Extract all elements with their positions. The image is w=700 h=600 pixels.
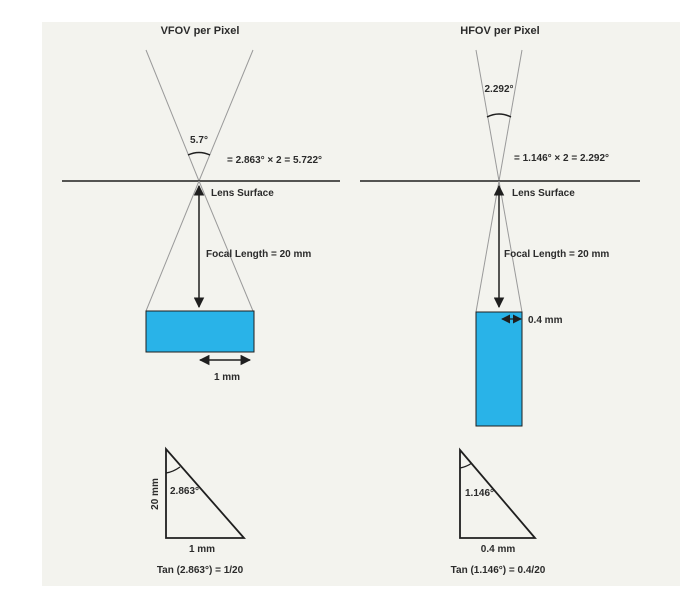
hfov-ray-right-upper [498, 49, 523, 182]
vfov-ray-left-upper [145, 49, 200, 182]
vfov-ray-right-lower [198, 180, 254, 312]
vfov-triangle-height: 20 mm [150, 478, 161, 510]
vfov-sensor-pixel [145, 310, 255, 353]
vfov-triangle [165, 446, 246, 539]
vfov-equation: = 2.863° × 2 = 5.722° [227, 155, 322, 166]
hfov-triangle [459, 447, 537, 539]
hfov-title: HFOV per Pixel [460, 25, 539, 37]
figure-panel [42, 22, 680, 586]
vfov-triangle-base: 1 mm [189, 544, 215, 555]
vfov-lens-surface-label: Lens Surface [211, 188, 274, 199]
hfov-triangle-base: 0.4 mm [481, 544, 516, 555]
vfov-ray-left-lower [145, 180, 200, 312]
vfov-ray-right-upper [198, 49, 254, 182]
hfov-focal-label: Focal Length = 20 mm [504, 249, 609, 260]
vfov-triangle-angle: 2.863° [170, 486, 199, 497]
hfov-triangle-angle: 1.146° [465, 488, 494, 499]
hfov-equation: = 1.146° × 2 = 2.292° [514, 153, 609, 164]
hfov-formula: Tan (1.146°) = 0.4/20 [451, 565, 546, 576]
vfov-formula: Tan (2.863°) = 1/20 [157, 565, 244, 576]
vfov-triangle-arc [165, 466, 181, 474]
hfov-size-label: 0.4 mm [528, 315, 563, 326]
hfov-ray-left-upper [475, 49, 500, 182]
hfov-lens-surface-label: Lens Surface [512, 188, 575, 199]
vfov-focal-label: Focal Length = 20 mm [206, 249, 311, 260]
hfov-angle-label: 2.292° [484, 84, 513, 95]
hfov-sensor-pixel [475, 311, 523, 427]
vfov-title: VFOV per Pixel [161, 25, 240, 37]
hfov-triangle-arc [459, 462, 473, 469]
vfov-size-label: 1 mm [214, 372, 240, 383]
vfov-angle-arc [187, 151, 211, 156]
hfov-angle-arc [486, 113, 512, 118]
vfov-angle-label: 5.7° [190, 135, 208, 146]
